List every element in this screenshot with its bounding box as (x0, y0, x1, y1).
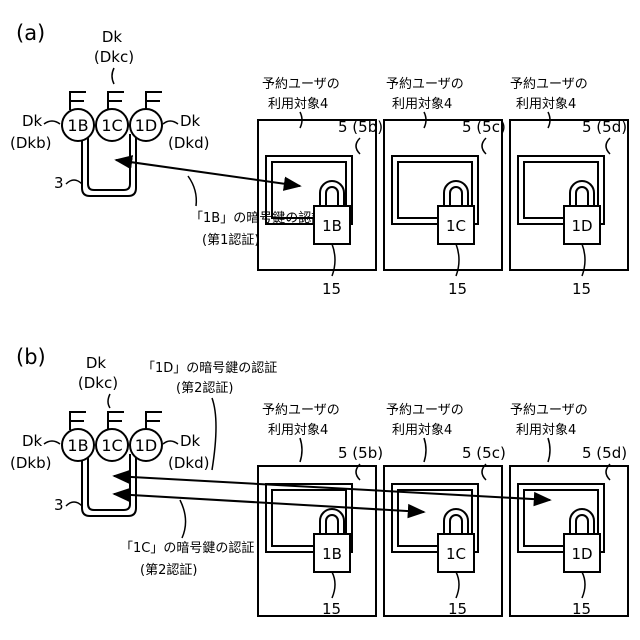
lock-ref-5c-b: 15 (448, 600, 467, 618)
key-right-ref-a: Dk (180, 112, 201, 130)
key-center-ref-a: Dk (102, 28, 123, 46)
key-center-sub-b: (Dkc) (78, 374, 118, 392)
target-5b-heading1-a: 予約ユーザの (262, 77, 340, 92)
key-head-center-b (108, 412, 124, 430)
target-5b-a: 1B 予約ユーザの 利用対象4 5 (5b) 15 (258, 77, 383, 298)
key-center-sub-a: (Dkc) (94, 48, 134, 66)
lock-1c-label-b: 1C (446, 545, 466, 563)
lock-1b-label-b: 1B (322, 545, 342, 563)
target-5b-ref-a: 5 (5b) (338, 118, 383, 136)
panel-b-label: (b) (16, 345, 46, 369)
target-5c-heading2-b: 利用対象4 (392, 423, 452, 438)
panel-a-label: (a) (16, 21, 45, 45)
lock-ref-5d-a: 15 (572, 280, 591, 298)
key-1d-label-b: 1D (135, 436, 158, 455)
caption-line2-a: (第1認証) (202, 232, 259, 248)
target-5d-heading1-b: 予約ユーザの (510, 403, 588, 418)
key-right-sub-b: (Dkd) (168, 454, 209, 472)
caption-top-line2-b: (第2認証) (176, 380, 233, 396)
target-5d-b: 1D 予約ユーザの 利用対象4 5 (5d) 15 (510, 403, 628, 618)
lock-ref-5d-b: 15 (572, 600, 591, 618)
key-right-sub-a: (Dkd) (168, 134, 209, 152)
target-5d-ref-b: 5 (5d) (582, 444, 627, 462)
target-5c-heading2-a: 利用対象4 (392, 97, 452, 112)
key-head-left-b (70, 412, 86, 430)
target-5d-ref-a: 5 (5d) (582, 118, 627, 136)
target-5b-ref-b: 5 (5b) (338, 444, 383, 462)
key-left-sub-a: (Dkb) (10, 134, 51, 152)
target-5b-heading2-b: 利用対象4 (268, 423, 328, 438)
target-5c-heading1-a: 予約ユーザの (386, 77, 464, 92)
caption-top-line1-b: 「1D」の暗号鍵の認証 (142, 360, 277, 376)
lock-1b-label-a: 1B (322, 217, 342, 235)
key-head-right-b (146, 412, 162, 430)
key-center-ref-b: Dk (86, 354, 107, 372)
target-5b-heading2-a: 利用対象4 (268, 97, 328, 112)
target-5c-ref-a: 5 (5c) (462, 118, 506, 136)
target-5c-a: 1C 予約ユーザの 利用対象4 5 (5c) 15 (384, 77, 506, 298)
target-5d-heading2-b: 利用対象4 (516, 423, 576, 438)
holder-ref-a: 3 (54, 174, 64, 192)
lock-ref-5b-b: 15 (322, 600, 341, 618)
holder-ref-b: 3 (54, 496, 64, 514)
key-head-center-a (108, 92, 124, 110)
target-5c-ref-b: 5 (5c) (462, 444, 506, 462)
key-1d-label-a: 1D (135, 116, 158, 135)
key-head-left-a (70, 92, 86, 110)
panel-b: (b) 1B 1C 1D Dk (Dkc) Dk (Dkb) (10, 345, 628, 618)
target-5b-b: 1B 予約ユーザの 利用対象4 5 (5b) 15 (258, 403, 383, 618)
key-1c-label-a: 1C (101, 116, 122, 135)
lock-1d-label-a: 1D (571, 217, 592, 235)
key-1c-label-b: 1C (101, 436, 122, 455)
target-5d-heading1-a: 予約ユーザの (510, 77, 588, 92)
panel-a: (a) 1B 1C 1D Dk (Dkc) Dk (Dk (10, 21, 628, 298)
target-5b-heading1-b: 予約ユーザの (262, 403, 340, 418)
key-left-sub-b: (Dkb) (10, 454, 51, 472)
caption-bottom-line1-b: 「1C」の暗号鍵の認証 (120, 540, 254, 556)
target-5d-heading2-a: 利用対象4 (516, 97, 576, 112)
caption-bottom-line2-b: (第2認証) (140, 562, 197, 578)
key-1b-label-b: 1B (67, 436, 88, 455)
key-head-right-a (146, 92, 162, 110)
lock-1d-label-b: 1D (571, 545, 592, 563)
target-5c-heading1-b: 予約ユーザの (386, 403, 464, 418)
key-right-ref-b: Dk (180, 432, 201, 450)
lock-1c-label-a: 1C (446, 217, 466, 235)
key-left-ref-a: Dk (22, 112, 43, 130)
key-left-ref-b: Dk (22, 432, 43, 450)
key-holder-b: 1B 1C 1D (62, 412, 162, 516)
lock-ref-5c-a: 15 (448, 280, 467, 298)
lock-ref-5b-a: 15 (322, 280, 341, 298)
target-5d-a: 1D 予約ユーザの 利用対象4 5 (5d) 15 (510, 77, 628, 298)
key-1b-label-a: 1B (67, 116, 88, 135)
auth-arrow-1c-b (114, 494, 424, 512)
